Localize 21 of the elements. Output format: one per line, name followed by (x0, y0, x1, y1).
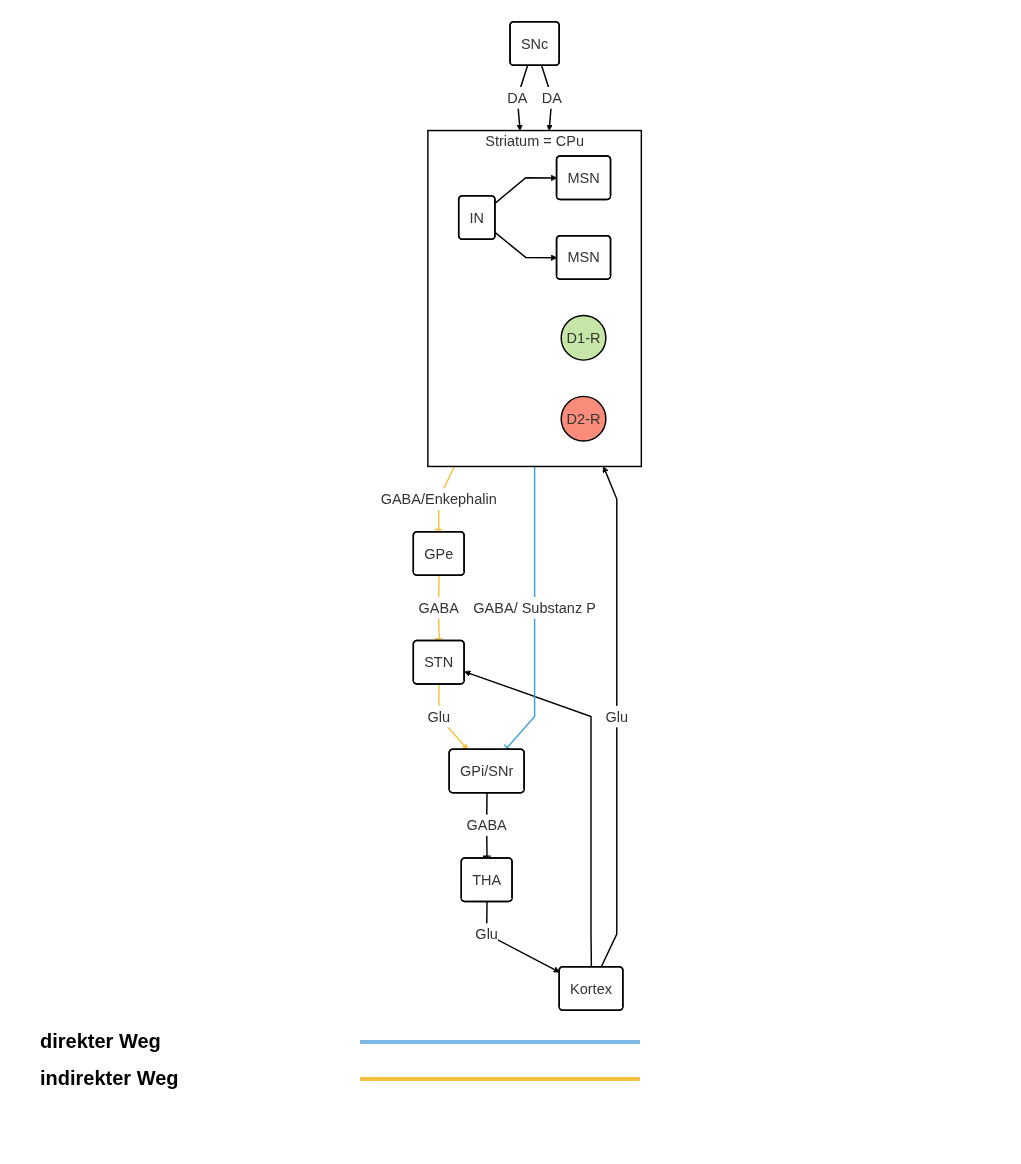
arrow (600, 466, 617, 968)
node-circle: D1-R (559, 314, 607, 361)
edge-label: GABA (418, 599, 459, 616)
arrow (515, 64, 528, 131)
edge-label: GABA/Enkephalin (380, 491, 497, 508)
legend-label: direkter Weg (40, 1030, 162, 1053)
edge-label: GABA (466, 817, 507, 834)
node-circle: D2-R (559, 395, 607, 442)
arrow (437, 683, 468, 750)
edge-label: GABA/ Substanz P (472, 599, 596, 616)
connector (502, 465, 535, 751)
edge-label: Glu (605, 708, 628, 725)
arrow (463, 670, 592, 968)
edge-label: Glu (426, 708, 450, 725)
edge-label: Glu (474, 926, 498, 943)
arrow (494, 231, 557, 261)
edge-label: DA (541, 89, 562, 106)
edge-label: DA (506, 89, 527, 106)
legend-label: indirekter Weg (40, 1067, 180, 1090)
arrow (494, 174, 557, 204)
arrow (485, 901, 560, 973)
